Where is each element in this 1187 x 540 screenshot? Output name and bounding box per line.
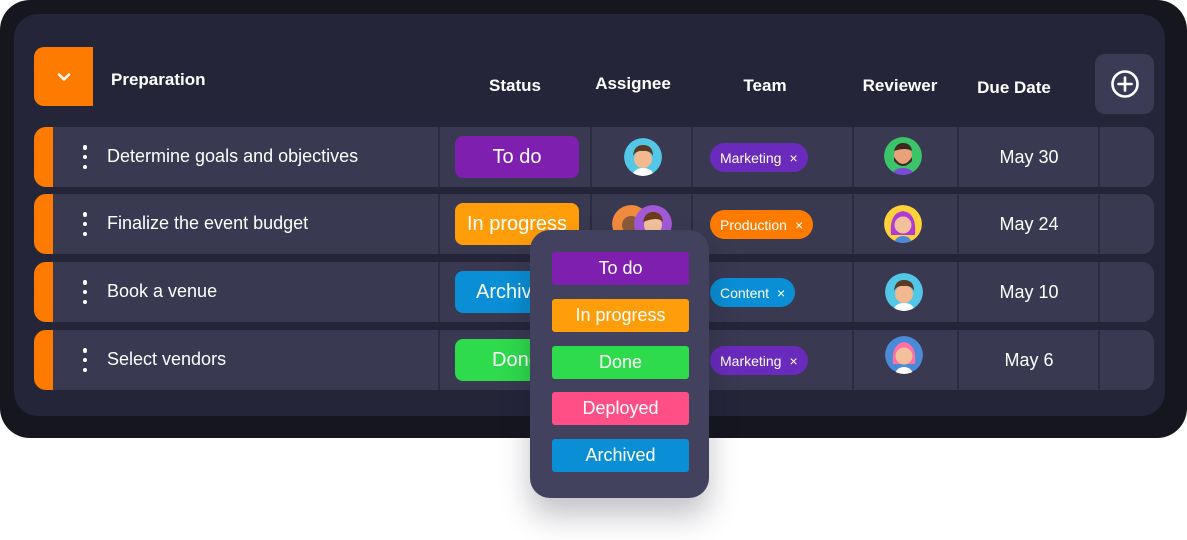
column-header-team[interactable]: Team	[743, 76, 787, 95]
team-tag[interactable]: Production ×	[710, 210, 814, 239]
group-collapse-button[interactable]	[34, 47, 93, 106]
kebab-menu-icon[interactable]	[82, 145, 88, 169]
column-header-assignee[interactable]: Assignee	[595, 74, 671, 93]
close-icon[interactable]: ×	[789, 352, 798, 369]
column-header-reviewer[interactable]: Reviewer	[862, 76, 938, 95]
avatar-woman-purple-hair-icon[interactable]	[884, 205, 922, 243]
status-pill[interactable]: To do	[455, 136, 579, 178]
task-name[interactable]: Determine goals and objectives	[107, 146, 359, 166]
task-name[interactable]: Finalize the event budget	[107, 213, 309, 233]
team-tag-label: Content	[720, 284, 770, 301]
kebab-menu-icon[interactable]	[82, 348, 88, 372]
row-accent	[34, 262, 53, 322]
row-accent	[34, 127, 53, 187]
row-accent	[34, 194, 53, 254]
close-icon[interactable]: ×	[794, 216, 804, 233]
status-option-deployed[interactable]: Deployed	[552, 392, 689, 425]
status-option-archived[interactable]: Archived	[552, 439, 689, 472]
plus-circle-icon	[1110, 70, 1139, 98]
task-name[interactable]: Book a venue	[107, 281, 218, 301]
avatar-woman-pink-hair-icon[interactable]	[885, 336, 923, 374]
column-header-status[interactable]: Status	[489, 76, 541, 95]
status-option-in-progress[interactable]: In progress	[552, 299, 689, 332]
due-date[interactable]: May 24	[999, 214, 1059, 234]
team-tag-label: Marketing	[720, 149, 782, 166]
kebab-menu-icon[interactable]	[82, 212, 88, 236]
team-tag-label: Production	[720, 216, 787, 233]
avatar-man-curly-hair-icon[interactable]	[624, 138, 662, 176]
table-row[interactable]: Determine goals and objectives To do Mar…	[34, 127, 1154, 187]
status-dropdown-menu[interactable]: To do In progress Done Deployed Archived	[530, 230, 709, 498]
row-accent	[34, 330, 53, 390]
add-column-button[interactable]	[1095, 54, 1154, 114]
chevron-down-icon	[57, 72, 70, 81]
team-tag-label: Marketing	[720, 352, 782, 369]
due-date[interactable]: May 10	[999, 282, 1059, 302]
close-icon[interactable]: ×	[777, 284, 786, 301]
avatar-man-beard-icon[interactable]	[884, 137, 922, 175]
kebab-menu-icon[interactable]	[82, 280, 88, 304]
due-date[interactable]: May 6	[1004, 350, 1054, 370]
status-option-done[interactable]: Done	[552, 346, 689, 379]
team-tag[interactable]: Marketing ×	[710, 346, 808, 375]
column-header-due-date[interactable]: Due Date	[977, 78, 1051, 97]
status-option-to-do[interactable]: To do	[552, 252, 689, 285]
team-tag[interactable]: Content ×	[710, 278, 796, 307]
avatar-man-curly-hair-icon[interactable]	[885, 273, 923, 311]
due-date[interactable]: May 30	[999, 147, 1059, 167]
team-tag[interactable]: Marketing ×	[710, 143, 808, 172]
task-name[interactable]: Select vendors	[107, 349, 227, 369]
close-icon[interactable]: ×	[789, 149, 798, 166]
group-title: Preparation	[111, 70, 206, 89]
